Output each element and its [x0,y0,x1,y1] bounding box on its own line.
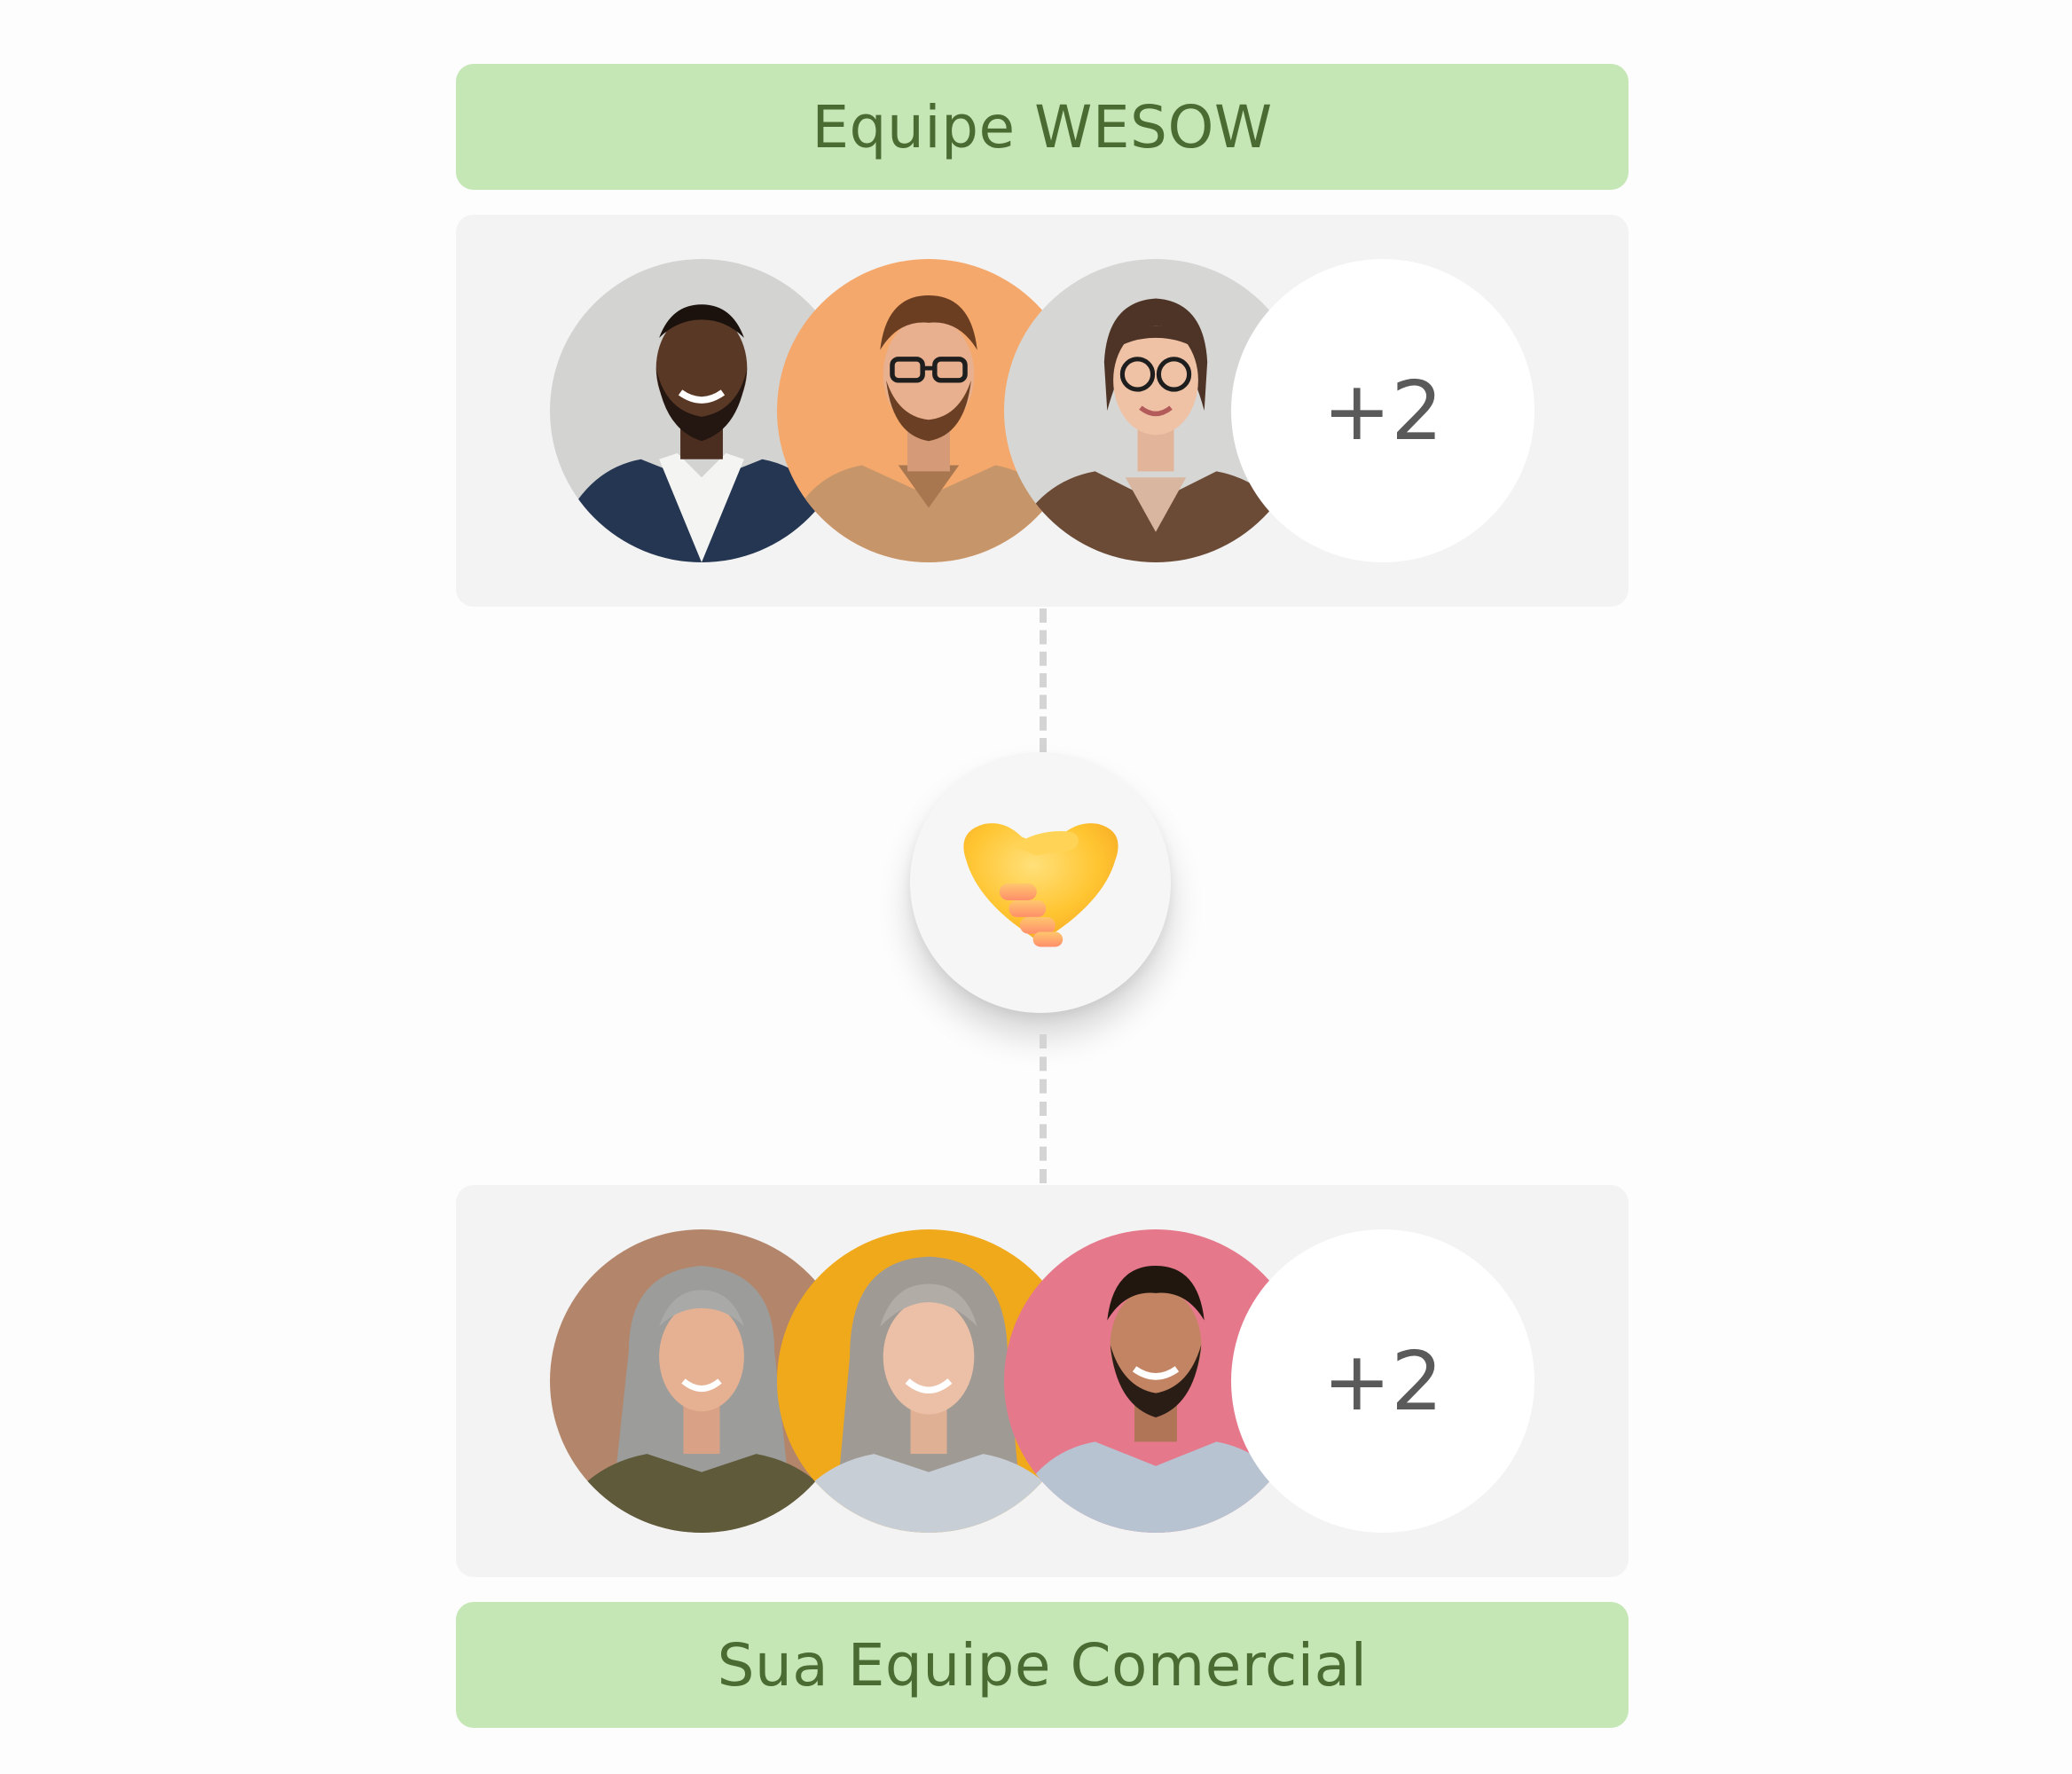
top-team-members-card: +2 [456,215,1629,607]
top-team-label: Equipe WESOW [456,64,1629,190]
top-connector-line [1040,608,1047,752]
top-member-avatar-2 [777,259,1080,562]
bottom-overflow-count: +2 [1231,1229,1534,1533]
bottom-connector-line [1040,1034,1047,1183]
handshake-icon [963,823,1118,947]
top-overflow-count: +2 [1231,259,1534,562]
bottom-team-label: Sua Equipe Comercial [456,1602,1629,1728]
handshake-hub [910,752,1171,1013]
bottom-team-members-card: +2 [456,1185,1629,1577]
